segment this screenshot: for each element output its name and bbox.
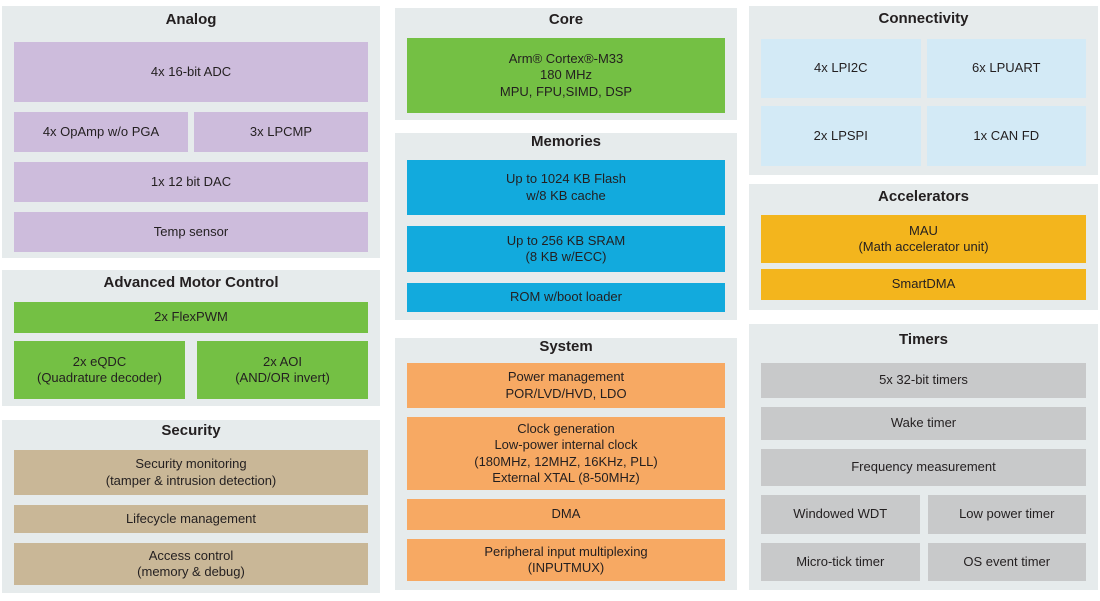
block-lpuart: 6x LPUART [926,39,1086,98]
block-wake-timer: Wake timer [761,407,1086,440]
block-16bit-adc: 4x 16-bit ADC [14,42,368,102]
block-windowed-wdt: Windowed WDT [761,495,920,534]
block-lifecycle-management: Lifecycle management [14,505,368,533]
block-flexpwm: 2x FlexPWM [14,302,368,333]
panel-advanced-motor-control: Advanced Motor Control 2x FlexPWM 2x eQD… [2,270,380,406]
block-flash: Up to 1024 KB Flash w/8 KB cache [407,160,725,215]
right-column: Connectivity 4x LPI2C 6x LPUART 2x LPSPI… [749,6,1098,590]
panel-title-memories: Memories [530,132,602,150]
panel-title-accelerators: Accelerators [878,188,969,205]
block-security-monitoring: Security monitoring (tamper & intrusion … [14,450,368,495]
block-access-control: Access control (memory & debug) [14,543,368,585]
block-os-event-timer: OS event timer [927,543,1086,581]
block-32bit-timers: 5x 32-bit timers [761,363,1086,398]
block-power-management: Power management POR/LVD/HVD, LDO [407,363,725,408]
panel-title-security: Security [161,421,221,439]
panel-core: Core Arm® Cortex®-M33 180 MHz MPU, FPU,S… [395,8,737,120]
panel-accelerators: Accelerators MAU (Math accelerator unit)… [749,184,1098,310]
block-low-power-timer: Low power timer [927,495,1086,534]
block-clock-generation: Clock generation Low-power internal cloc… [407,417,725,490]
block-cortex-m33: Arm® Cortex®-M33 180 MHz MPU, FPU,SIMD, … [407,38,725,113]
block-opamp: 4x OpAmp w/o PGA [14,112,188,152]
block-frequency-measurement: Frequency measurement [761,449,1086,486]
panel-timers: Timers 5x 32-bit timers Wake timer Frequ… [749,324,1098,590]
panel-title-connectivity: Connectivity [878,10,969,27]
block-mau: MAU (Math accelerator unit) [761,215,1086,263]
block-sram: Up to 256 KB SRAM (8 KB w/ECC) [407,226,725,272]
left-column: Analog 4x 16-bit ADC 4x OpAmp w/o PGA 3x… [2,6,380,593]
block-lpspi: 2x LPSPI [761,106,921,166]
panel-analog: Analog 4x 16-bit ADC 4x OpAmp w/o PGA 3x… [2,6,380,258]
block-lpi2c: 4x LPI2C [761,39,921,98]
block-lpcmp: 3x LPCMP [194,112,368,152]
block-dma: DMA [407,499,725,530]
panel-connectivity: Connectivity 4x LPI2C 6x LPUART 2x LPSPI… [749,6,1098,175]
panel-title-system: System [539,337,593,355]
middle-column: Core Arm® Cortex®-M33 180 MHz MPU, FPU,S… [395,8,737,590]
panel-title-analog: Analog [165,10,217,28]
block-smartdma: SmartDMA [761,269,1086,300]
block-temp-sensor: Temp sensor [14,212,368,252]
block-inputmux: Peripheral input multiplexing (INPUTMUX) [407,539,725,581]
panel-title-timers: Timers [899,330,948,348]
panel-title-advanced-motor-control: Advanced Motor Control [103,273,279,291]
panel-title-core: Core [548,10,584,28]
block-dac: 1x 12 bit DAC [14,162,368,202]
block-micro-tick-timer: Micro-tick timer [761,543,920,581]
block-eqdc: 2x eQDC (Quadrature decoder) [14,341,185,399]
panel-memories: Memories Up to 1024 KB Flash w/8 KB cach… [395,133,737,320]
panel-security: Security Security monitoring (tamper & i… [2,420,380,593]
block-rom: ROM w/boot loader [407,283,725,312]
block-canfd: 1x CAN FD [926,106,1086,166]
block-aoi: 2x AOI (AND/OR invert) [197,341,368,399]
panel-system: System Power management POR/LVD/HVD, LDO… [395,338,737,590]
